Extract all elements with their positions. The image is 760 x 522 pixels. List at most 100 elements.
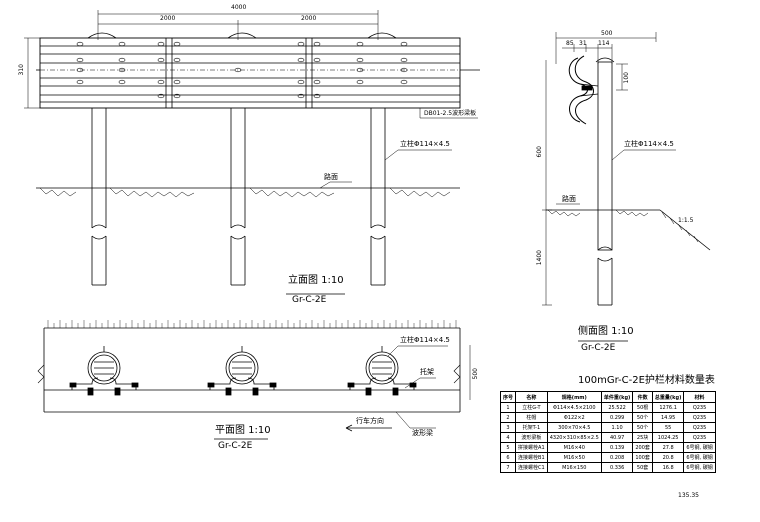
cell: 7	[499, 462, 517, 473]
cell: 3	[499, 422, 517, 433]
cell: 6	[499, 452, 517, 463]
plan-view-subtitle: Gr-C-2E	[218, 441, 253, 451]
front-leaders	[286, 108, 478, 295]
cell: 0.336	[600, 462, 634, 473]
col-header-total-weight: 总重量(kg)	[651, 391, 685, 403]
plan-post-callout: 立柱Φ114×4.5	[400, 336, 450, 344]
post-1	[91, 108, 107, 286]
front-view-subtitle: Gr-C-2E	[292, 295, 327, 305]
side-dim-width: 500	[601, 30, 613, 37]
cell: Φ114×4.5×2100	[546, 402, 602, 413]
plan-view	[37, 320, 471, 440]
materials-header-row: 序号 名称 规格(mm) 单件重(kg) 件数 总重量(kg) 材料	[499, 391, 716, 403]
cell: 连接螺栓B1	[515, 452, 548, 463]
cell: 25.522	[600, 402, 634, 413]
cell: 25块	[632, 432, 653, 443]
plan-post-2	[207, 346, 277, 396]
cell: 0.208	[600, 452, 634, 463]
cell: Q235	[683, 422, 716, 433]
plan-leaders	[214, 345, 448, 440]
plan-post-3	[347, 346, 417, 396]
side-view-subtitle: Gr-C-2E	[581, 343, 616, 353]
cell: 50个	[632, 412, 653, 423]
col-header-name: 名称	[515, 391, 548, 403]
cell: 50个	[632, 422, 653, 433]
bolt-holes	[76, 41, 408, 99]
beam-callout: DB01-2.5波形梁板	[424, 110, 477, 117]
front-view	[24, 10, 480, 295]
side-dimension-lines	[542, 32, 657, 306]
cell: 40.97	[600, 432, 634, 443]
front-road-label: 路面	[324, 173, 338, 181]
cell: 100套	[632, 452, 653, 463]
plan-dim-500: 500	[472, 368, 479, 380]
side-dim-1400: 1400	[536, 250, 543, 266]
cell: Q235	[683, 402, 716, 413]
side-road-label: 路面	[562, 195, 576, 203]
cell: 连接螺栓C1	[515, 462, 548, 473]
post-2	[230, 108, 246, 286]
cell: 立柱G-T	[515, 402, 548, 413]
col-header-index: 序号	[499, 391, 517, 403]
cell: 27.8	[651, 442, 685, 453]
cell: Q235	[683, 432, 716, 443]
side-post	[597, 61, 613, 251]
cell: 4320×310×85×2.5	[546, 432, 602, 443]
cell: 16.8	[651, 462, 685, 473]
materials-table-title: 100mGr-C-2E护栏材料数量表	[578, 375, 715, 386]
ground-front	[36, 187, 460, 198]
cell: 0.139	[600, 442, 634, 453]
materials-total: 135.35	[678, 492, 699, 499]
cell: 1276.1	[651, 402, 685, 413]
cell: 50套	[632, 462, 653, 473]
cell: 2	[499, 412, 517, 423]
slope-label: 1:1.5	[678, 217, 694, 224]
cell: 300×70×4.5	[546, 422, 602, 433]
cell: 6号钢, 碳钢	[683, 452, 716, 463]
cell: Φ122×2	[546, 412, 602, 423]
dim-total-label: 4000	[231, 4, 247, 11]
plan-post-1	[69, 346, 139, 396]
plan-view-title: 平面图 1:10	[215, 425, 271, 436]
cell: 6号钢, 碳钢	[683, 462, 716, 473]
side-post-callout: 立柱Φ114×4.5	[624, 140, 674, 148]
col-header-quantity: 件数	[632, 391, 653, 403]
cell: 200套	[632, 442, 653, 453]
cell: 0.299	[600, 412, 634, 423]
side-dim-100: 100	[623, 72, 630, 84]
side-dim-b: 31	[579, 40, 587, 47]
posts-front	[91, 108, 386, 286]
cell: 20.8	[651, 452, 685, 463]
wave-beam-front	[36, 32, 480, 109]
post-3	[370, 108, 386, 286]
bracket-callout: 托架	[420, 368, 434, 376]
front-post-callout: 立柱Φ114×4.5	[400, 140, 450, 148]
cell: 波形梁板	[515, 432, 548, 443]
cell: 拼接螺栓A1	[515, 442, 548, 453]
col-header-unit-weight: 单件重(kg)	[600, 391, 634, 403]
side-dim-600: 600	[536, 146, 543, 158]
cell: 4	[499, 432, 517, 443]
side-dim-c: 114	[598, 40, 610, 47]
cell: 55	[651, 422, 685, 433]
direction-label: 行车方向	[356, 417, 384, 425]
cell: 6号钢, 碳钢	[683, 442, 716, 453]
cell: M16×40	[546, 442, 602, 453]
dim-left-label: 2000	[160, 15, 176, 22]
cell: 50根	[632, 402, 653, 413]
col-header-material: 材料	[683, 391, 716, 403]
plan-beam-callout: 波形梁	[412, 429, 433, 437]
cell: Q235	[683, 412, 716, 423]
dim-right-label: 2000	[301, 15, 317, 22]
dim-height-label: 310	[18, 64, 25, 76]
cell: 1.10	[600, 422, 634, 433]
front-view-title: 立面图 1:10	[288, 275, 344, 286]
side-dim-a: 85	[566, 40, 574, 47]
